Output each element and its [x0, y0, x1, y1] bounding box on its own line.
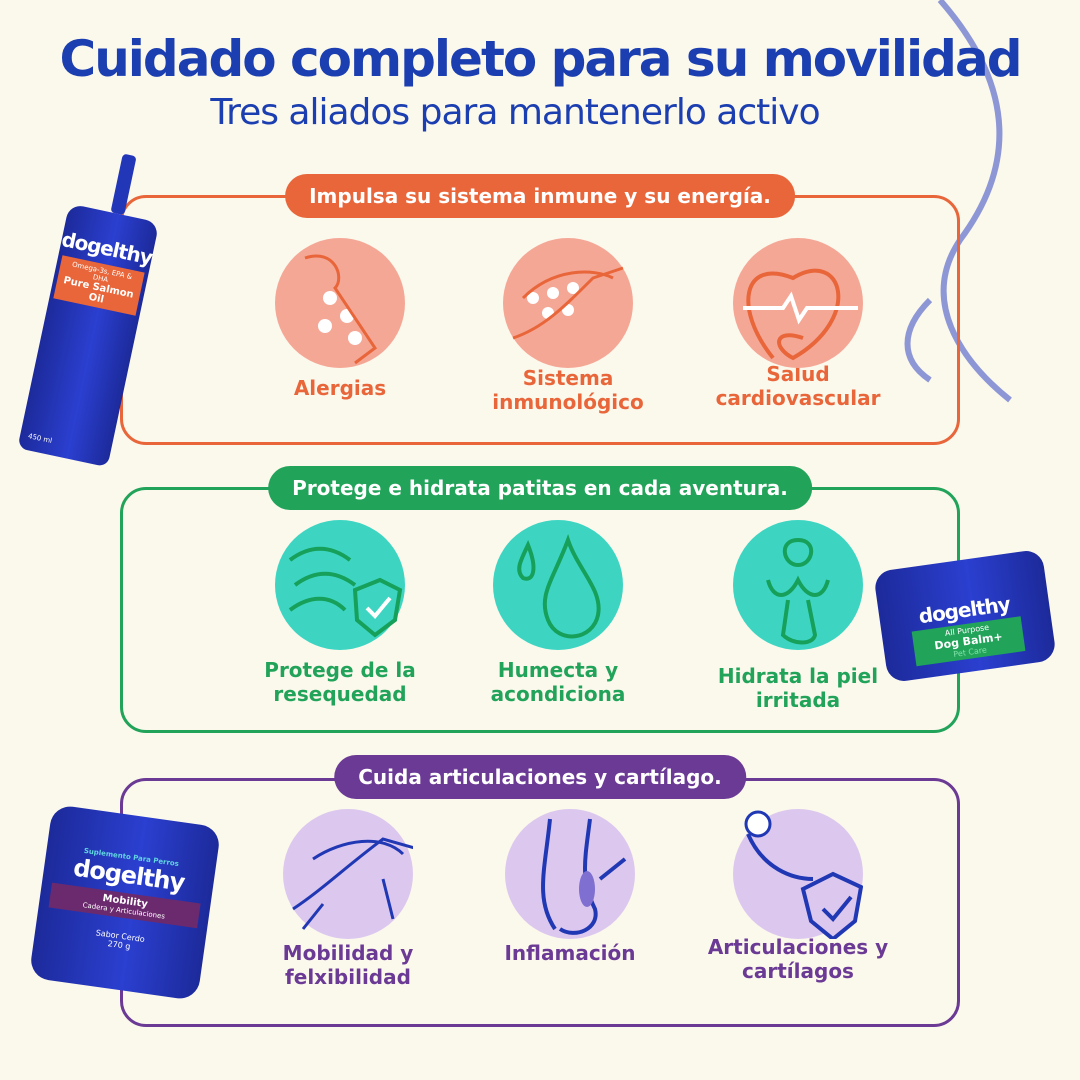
water-drop-icon	[493, 520, 623, 650]
benefit-item: Articulaciones y cartílagos	[693, 809, 903, 983]
running-dog-icon	[283, 809, 419, 939]
section-paws: Protege e hidrata patitas en cada aventu…	[120, 466, 960, 733]
section-immune: Impulsa su sistema inmune y su energía. …	[120, 174, 960, 445]
benefit-label: Humecta y acondiciona	[490, 658, 626, 706]
joint-icon	[505, 809, 635, 939]
decorative-swirl	[904, 0, 1012, 403]
heart-pulse-icon	[733, 238, 863, 368]
section-joints: Cuida articulaciones y cartílago. Mobili…	[120, 755, 960, 1027]
benefit-item: Protege de la resequedad	[235, 520, 445, 706]
page-subtitle: Tres aliados para mantenerlo activo	[210, 92, 820, 133]
dog-balm-jar: dogelthy All Purpose Dog Balm+ Pet Care	[873, 548, 1057, 684]
benefit-item: Salud cardiovascular	[693, 238, 903, 410]
benefit-label: Sistema inmunológico	[492, 366, 644, 414]
benefit-label: Salud cardiovascular	[715, 362, 881, 410]
benefit-item: Sistema inmunológico	[463, 238, 673, 414]
section-heading: Cuida articulaciones y cartílago.	[334, 755, 746, 799]
mobility-jar: Suplemento Para Perros dogelthy Mobility…	[28, 804, 222, 1001]
dog-paw-dots-icon	[275, 238, 405, 368]
benefit-item: Alergias	[235, 238, 445, 400]
benefit-label: Inflamación	[504, 941, 636, 965]
section-heading: Impulsa su sistema inmune y su energía.	[285, 174, 795, 218]
benefit-item: Hidrata la piel irritada	[693, 520, 903, 712]
benefit-label: Protege de la resequedad	[264, 658, 416, 706]
benefit-item: Mobilidad y felxibilidad	[243, 809, 453, 989]
benefit-label: Mobilidad y felxibilidad	[282, 941, 414, 989]
product-volume: 450 ml	[27, 432, 53, 446]
paw-shield-icon	[733, 809, 864, 942]
section-heading: Protege e hidrata patitas en cada aventu…	[268, 466, 812, 510]
page-title: Cuidado completo para su movilidad	[59, 30, 1023, 88]
benefit-label: Alergias	[293, 376, 387, 400]
jumping-dog-icon	[503, 238, 633, 368]
shield-check-icon	[275, 520, 405, 650]
benefit-label: Hidrata la piel irritada	[717, 664, 879, 712]
benefit-item: Inflamación	[465, 809, 675, 965]
paw-icon	[733, 520, 863, 650]
benefit-label: Articulaciones y cartílagos	[707, 935, 889, 983]
benefit-item: Humecta y acondiciona	[453, 520, 663, 706]
